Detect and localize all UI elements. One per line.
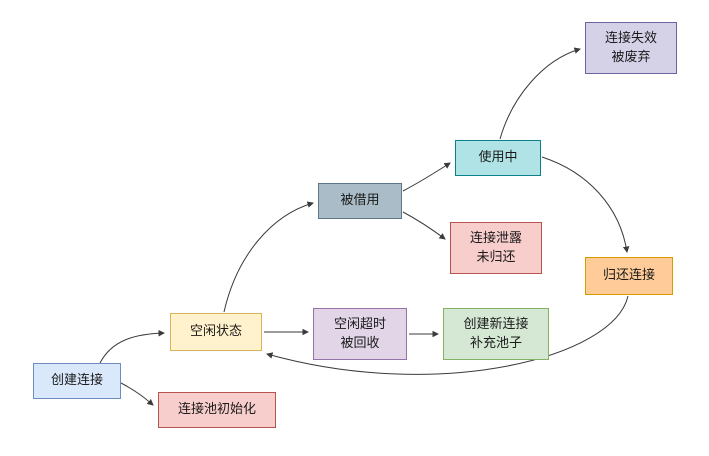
node-leaked-not-returned: 连接泄露 未归还	[450, 222, 542, 274]
edge-borrowed-to-leaked	[402, 211, 446, 240]
node-borrowed-label: 被借用	[340, 193, 380, 209]
node-create-connection: 创建连接	[33, 363, 121, 399]
node-pool-initialization-label: 连接池初始化	[177, 402, 256, 418]
node-in-use-label: 使用中	[478, 150, 518, 166]
node-create-new-connection-refill: 创建新连接 补充池子	[443, 308, 549, 360]
node-idle-timeout-recycled-label: 空闲超时 被回收	[333, 316, 386, 352]
edge-return-connection-to-idle-state	[266, 295, 629, 375]
edge-idle-state-to-borrowed	[223, 201, 314, 313]
node-return-connection: 归还连接	[585, 257, 673, 295]
node-idle-state-label: 空闲状态	[189, 324, 242, 340]
node-pool-initialization: 连接池初始化	[158, 392, 276, 428]
node-create-new-connection-refill-label: 创建新连接 补充池子	[463, 316, 529, 352]
edge-borrowed-to-in-use	[402, 162, 451, 192]
node-create-connection-label: 创建连接	[50, 373, 103, 389]
node-borrowed: 被借用	[318, 183, 402, 219]
edge-in-use-to-invalid-discarded	[499, 47, 581, 140]
edge-in-use-to-return-connection	[541, 156, 630, 253]
node-invalid-discarded: 连接失效 被废弃	[585, 22, 677, 74]
node-idle-state: 空闲状态	[170, 313, 262, 351]
edge-create-connection-to-pool-initialization	[120, 382, 154, 406]
node-in-use: 使用中	[455, 140, 541, 176]
node-invalid-discarded-label: 连接失效 被废弃	[604, 30, 657, 66]
node-return-connection-label: 归还连接	[602, 268, 655, 284]
edge-create-connection-to-idle-state	[99, 329, 165, 364]
node-leaked-not-returned-label: 连接泄露 未归还	[469, 230, 522, 266]
node-idle-timeout-recycled: 空闲超时 被回收	[313, 308, 407, 360]
